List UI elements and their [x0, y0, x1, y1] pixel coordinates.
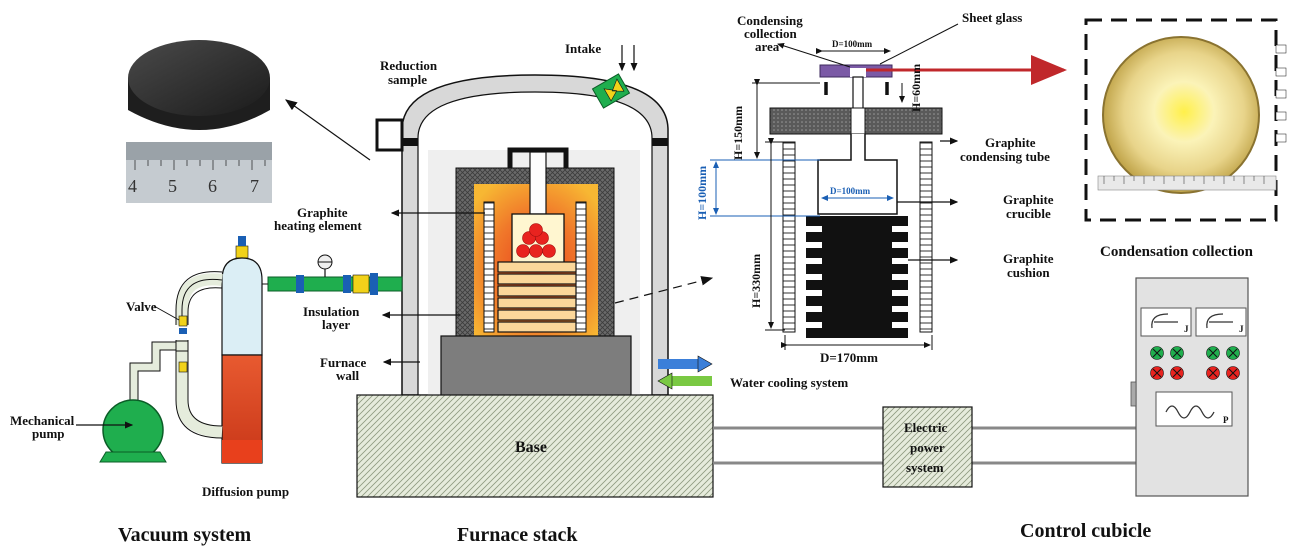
electric-power-label: Electric	[904, 420, 948, 435]
furnace	[375, 45, 669, 397]
graphite-cushion-label: Graphite	[1003, 251, 1054, 266]
dim-h330: H=330mm	[749, 254, 763, 308]
electric-power-label-2: power	[910, 440, 945, 455]
reduction-sample-label-2: sample	[388, 72, 427, 87]
water-cooling-arrows	[657, 355, 713, 390]
graphite-tube-label-2: condensing tube	[960, 149, 1050, 164]
lid-handle	[375, 118, 404, 152]
mechanical-pump-label: Mechanical	[10, 413, 75, 428]
vacuum-caption: Vacuum system	[118, 524, 251, 546]
cross-section	[710, 23, 1067, 350]
dim-d-top: D=100mm	[832, 39, 873, 49]
dim-d-mid: D=100mm	[830, 186, 871, 196]
electric-power-label-3: system	[906, 460, 944, 475]
reduction-sample-photo: 4 5 6 7	[116, 30, 282, 203]
furnace-caption: Furnace stack	[457, 524, 578, 546]
furnace-wall-label: Furnace	[320, 355, 366, 370]
valve-label: Valve	[126, 299, 157, 314]
ruler-number: 6	[208, 176, 217, 196]
graphite-cushion	[806, 216, 908, 338]
insulation-label-2: layer	[322, 317, 350, 332]
oscilloscope-label: P	[1223, 415, 1229, 425]
heating-element-label-2: heating element	[274, 218, 362, 233]
heating-element-label: Graphite	[297, 205, 348, 220]
condensing-tube	[817, 134, 898, 215]
ruler-number: 4	[128, 176, 137, 196]
sample-balls	[516, 223, 556, 258]
graphite-crucible-label-2: crucible	[1006, 206, 1051, 221]
vacuum-system	[76, 236, 403, 464]
cushion-stack	[497, 261, 577, 333]
mechanical-pump-label-2: pump	[32, 426, 65, 441]
control-cubicle: J J P	[1130, 277, 1249, 497]
furnace-wall-label-2: wall	[336, 368, 360, 383]
power-cables	[713, 426, 1136, 465]
insulation-label: Insulation	[303, 304, 360, 319]
base-block	[356, 394, 714, 498]
graphite-crucible-label: Graphite	[1003, 192, 1054, 207]
diffusion-pump-label: Diffusion pump	[202, 484, 289, 499]
condensing-area-label-3: area	[755, 39, 780, 54]
intake-label: Intake	[565, 41, 601, 56]
electric-power-box	[882, 406, 973, 488]
meter-1-label: J	[1184, 324, 1189, 334]
condensation-photo	[1084, 18, 1287, 222]
condensation-caption: Condensation collection	[1100, 244, 1254, 260]
sample-pointer-arrow	[285, 99, 371, 161]
intake-valve	[591, 45, 638, 109]
pedestal	[440, 335, 632, 397]
graphite-tube-label: Graphite	[985, 135, 1036, 150]
condensing-area-label: Condensing	[737, 13, 803, 28]
dim-d-bottom: D=170mm	[820, 350, 878, 365]
heating-element-left	[483, 201, 495, 333]
oscilloscope	[1155, 391, 1233, 427]
ruler-number: 7	[250, 176, 259, 196]
control-caption: Control cubicle	[1020, 520, 1151, 542]
dim-h150: H=150mm	[731, 106, 745, 160]
zoom-pointer-arrow	[614, 276, 714, 304]
dim-h60: H=60mm	[909, 64, 923, 112]
reduction-sample-label: Reduction	[380, 58, 438, 73]
sheet-glass-label: Sheet glass	[962, 10, 1022, 25]
condensing-area-label-2: collection	[744, 26, 797, 41]
ruler-number: 5	[168, 176, 177, 196]
water-cooling-label: Water cooling system	[730, 375, 848, 390]
heating-element-right	[575, 201, 587, 333]
base-label: Base	[515, 439, 547, 456]
mechanical-pump	[102, 399, 164, 461]
dim-h100: H=100mm	[695, 166, 709, 220]
meter-2-label: J	[1239, 324, 1244, 334]
graphite-cushion-label-2: cushion	[1007, 265, 1050, 280]
